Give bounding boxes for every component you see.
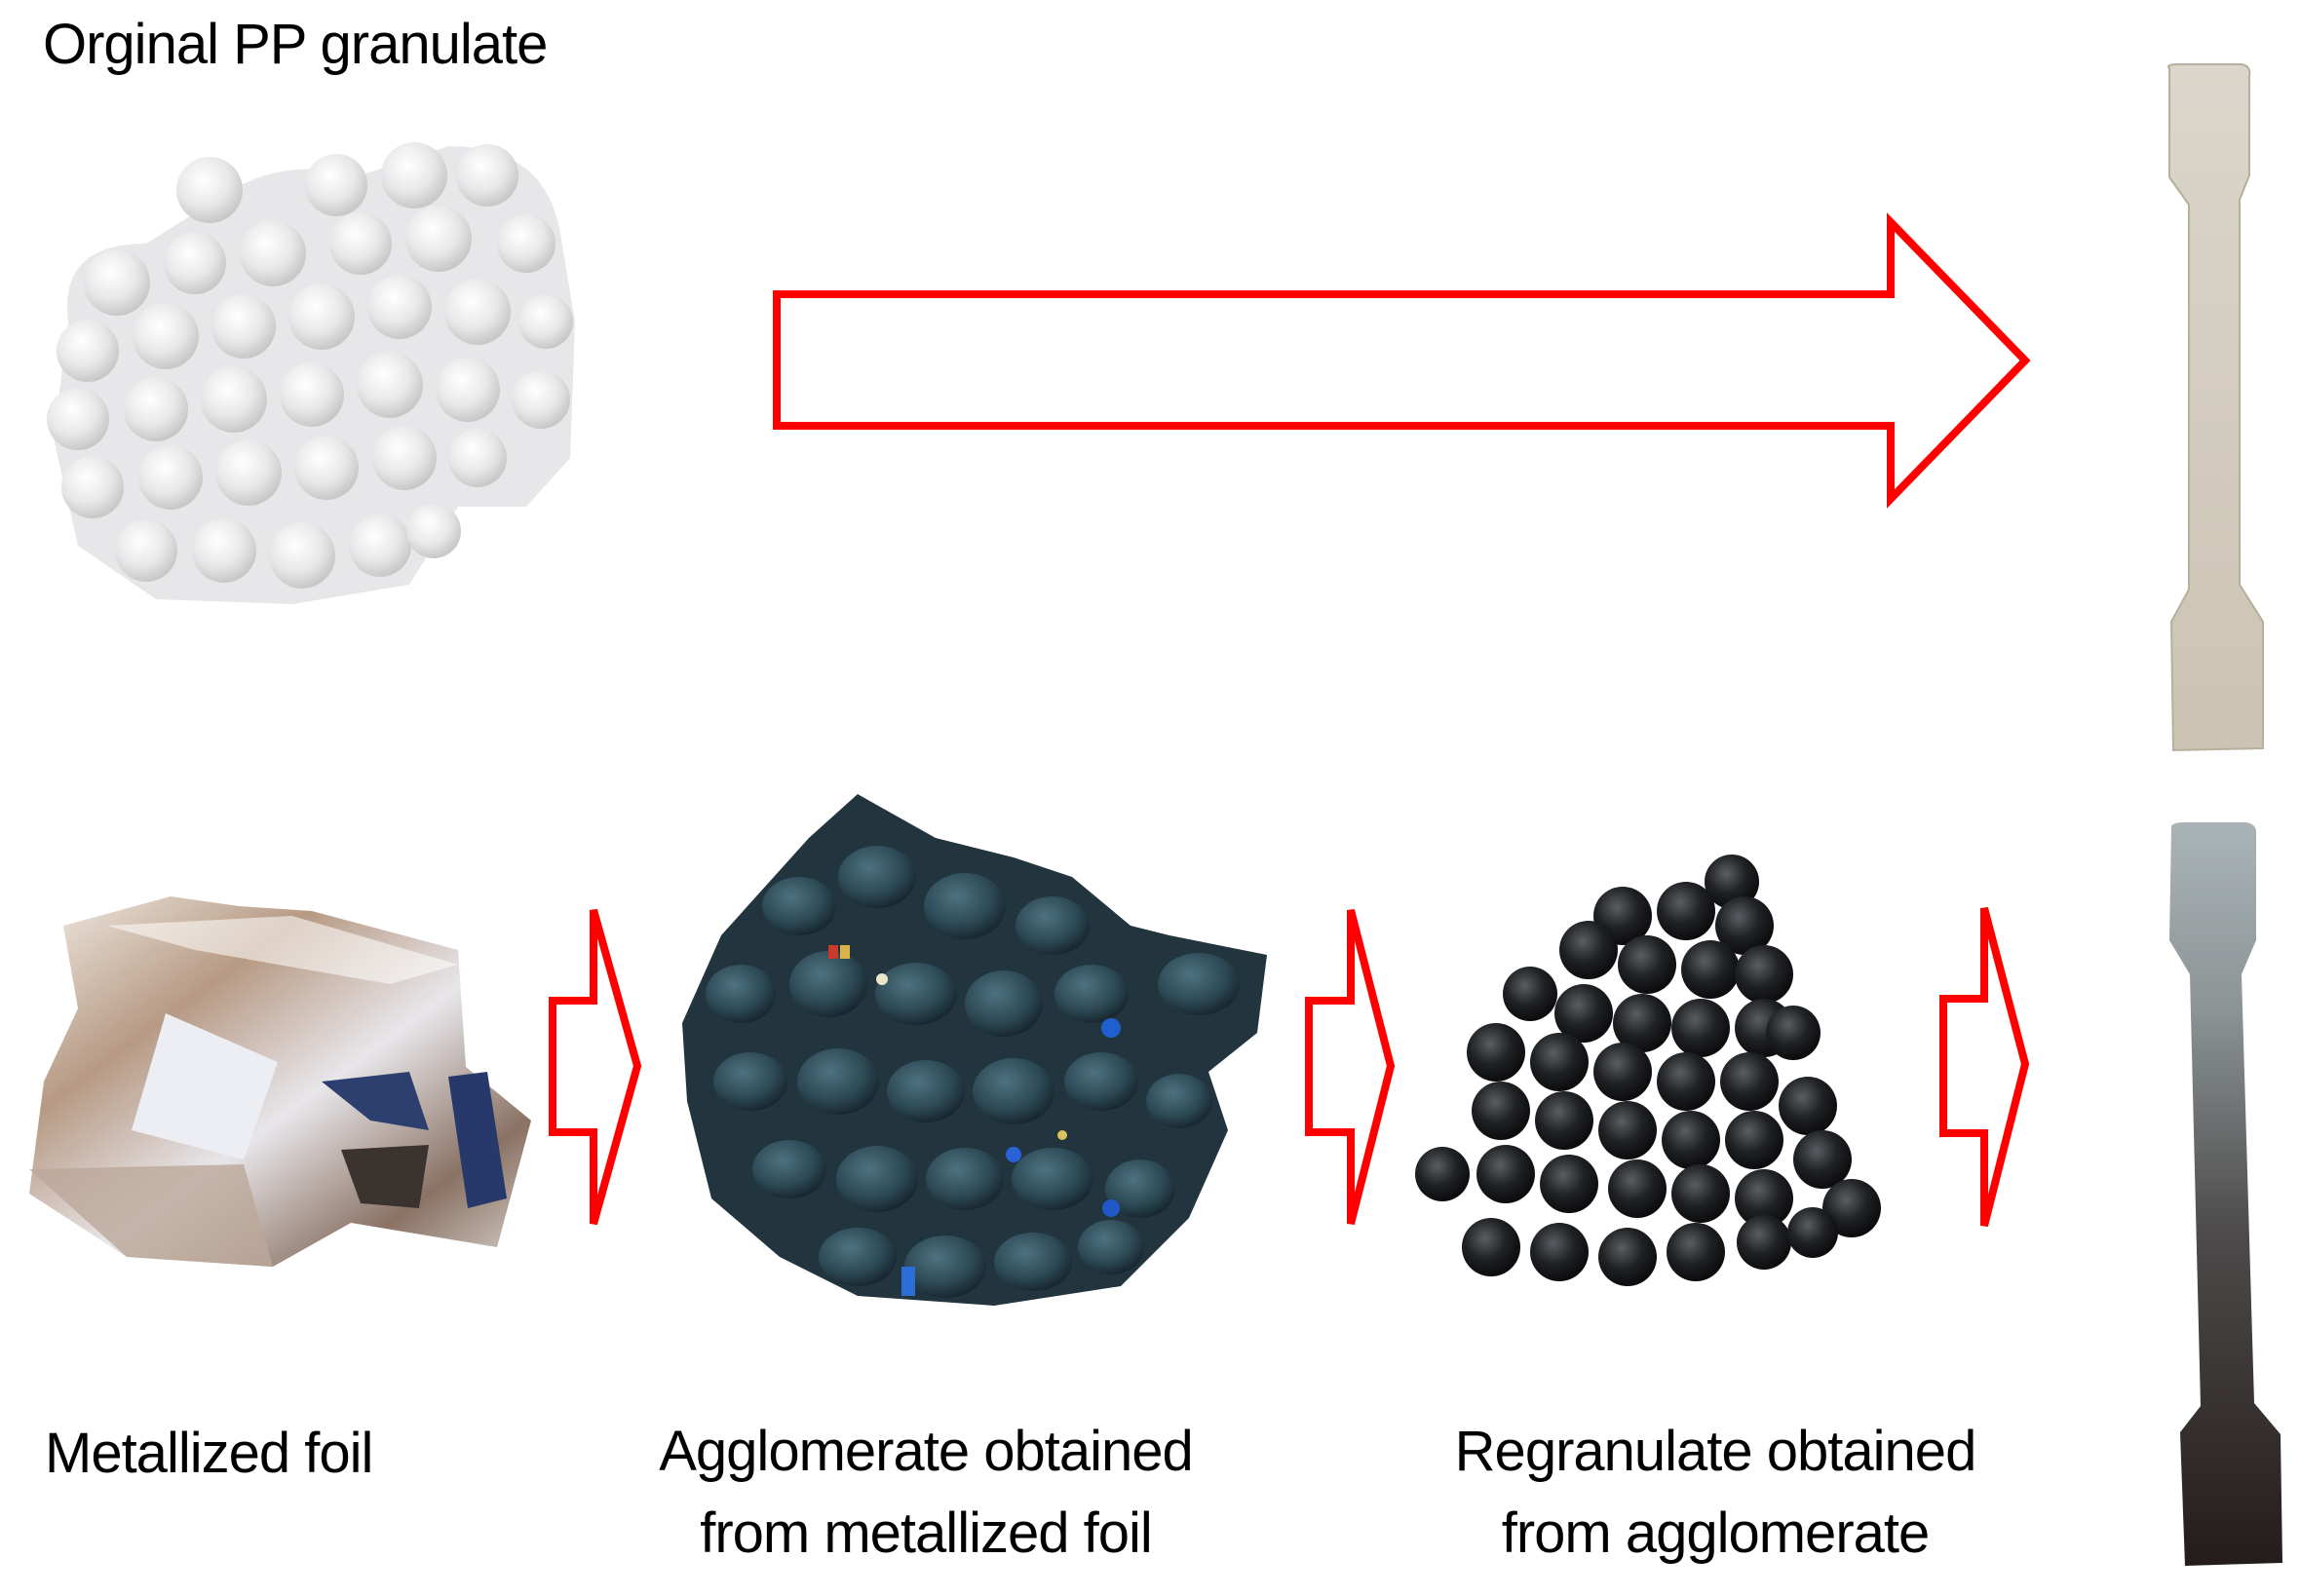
title-original-pp-granulate: Orginal PP granulate bbox=[43, 13, 548, 76]
agglomerate-photo bbox=[682, 794, 1267, 1306]
process-arrow-long bbox=[773, 212, 2031, 509]
regranulate-photo bbox=[1415, 855, 1881, 1286]
dogbone-dark bbox=[2169, 822, 2282, 1566]
caption-regranulate-line2: from agglomerate bbox=[1501, 1501, 1931, 1565]
caption-agglomerate-line1: Agglomerate obtained bbox=[659, 1420, 1194, 1483]
arrow-1 bbox=[549, 908, 642, 1226]
caption-regranulate: Regranulate obtained from agglomerate bbox=[1394, 1411, 2037, 1575]
arrow-2 bbox=[1305, 909, 1396, 1225]
metallized-foil-photo bbox=[29, 896, 531, 1267]
arrow-3 bbox=[1939, 906, 2030, 1227]
caption-agglomerate: Agglomerate obtained from metallized foi… bbox=[604, 1411, 1247, 1575]
caption-metallized-foil: Metallized foil bbox=[45, 1422, 373, 1485]
dogbone-white bbox=[2166, 63, 2264, 752]
caption-agglomerate-line2: from metallized foil bbox=[700, 1501, 1152, 1565]
caption-regranulate-line1: Regranulate obtained bbox=[1454, 1420, 1977, 1483]
pp-granulate-photo bbox=[47, 142, 575, 604]
